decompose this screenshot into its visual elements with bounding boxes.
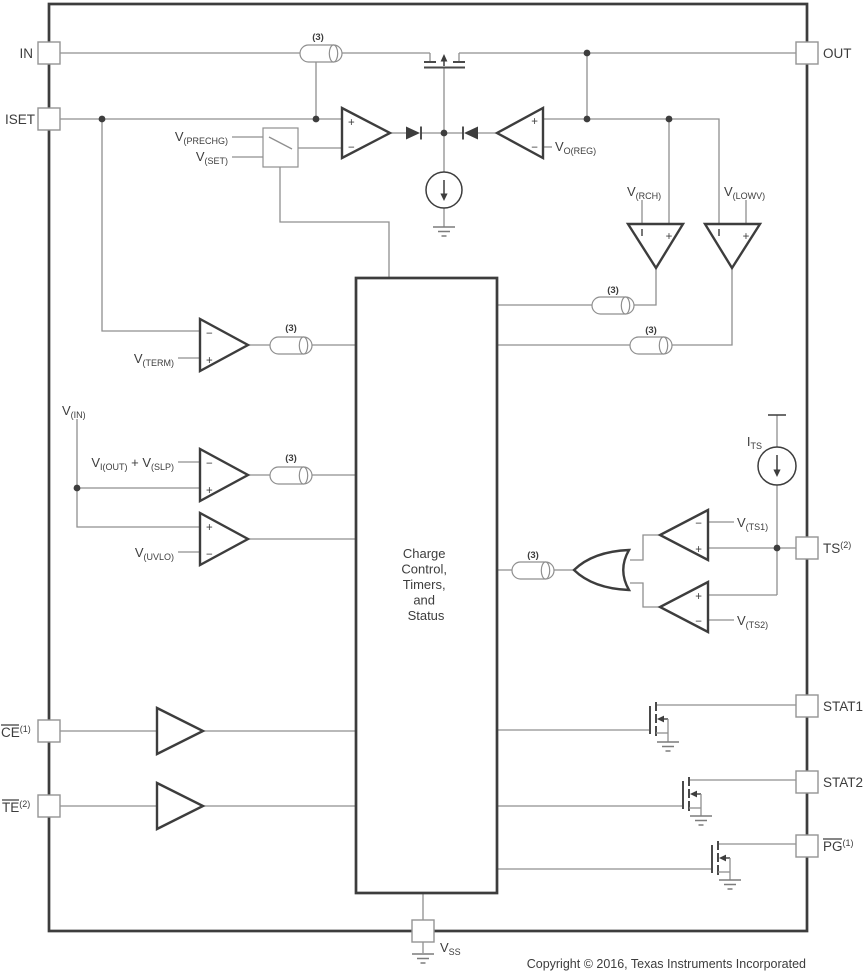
wires bbox=[60, 52, 796, 953]
pin-vss bbox=[411, 919, 435, 943]
plus-glyph: + bbox=[206, 522, 213, 534]
bus-count-vlowv: (3) bbox=[645, 325, 657, 336]
bus-ts bbox=[511, 561, 555, 580]
pin-vss-label: VSS bbox=[440, 940, 461, 957]
charge-control-block bbox=[354, 276, 499, 895]
vrch-label: V(RCH) bbox=[627, 184, 661, 201]
comparator-vrch: + bbox=[625, 222, 686, 271]
minus-glyph: − bbox=[531, 142, 538, 154]
minus-glyph: − bbox=[695, 616, 702, 628]
minus-glyph: − bbox=[206, 549, 213, 561]
comparator-vts2: + − bbox=[657, 580, 710, 634]
precharge-set-switch bbox=[262, 127, 299, 168]
plus-glyph: + bbox=[743, 231, 750, 243]
svg-text:CE(1): CE(1) bbox=[1, 724, 31, 740]
bus-count-vrch: (3) bbox=[607, 285, 619, 296]
pin-iset-label: ISET bbox=[5, 112, 35, 127]
its-label: ITS bbox=[747, 434, 762, 451]
plus-glyph: + bbox=[695, 544, 702, 556]
ground-vss bbox=[412, 953, 434, 964]
vts2-label: V(TS2) bbox=[737, 613, 768, 630]
ground-pg bbox=[719, 879, 741, 890]
pin-ts-label: TS(2) bbox=[823, 540, 851, 556]
bus-count-viout: (3) bbox=[285, 453, 297, 464]
vprechg-label: V(PRECHG) bbox=[175, 129, 228, 146]
plus-glyph: + bbox=[348, 117, 355, 129]
ground-stat1 bbox=[657, 741, 679, 752]
pin-in bbox=[37, 41, 61, 65]
comparator-vlowv: + bbox=[702, 222, 763, 271]
plus-glyph: + bbox=[206, 355, 213, 367]
pin-stat2 bbox=[795, 770, 819, 794]
pin-out bbox=[795, 41, 819, 65]
comparator-iset: + − bbox=[340, 106, 393, 160]
pin-out-label: OUT bbox=[823, 46, 852, 61]
comparator-vterm: − + bbox=[198, 316, 251, 374]
pin-ts bbox=[795, 536, 819, 560]
stat1-mosfet bbox=[649, 702, 669, 742]
bus-markers bbox=[269, 44, 673, 580]
pin-te bbox=[37, 794, 61, 818]
minus-glyph: − bbox=[348, 142, 355, 154]
current-source-charge bbox=[425, 171, 463, 209]
minus-glyph: − bbox=[206, 458, 213, 470]
buffer-te bbox=[155, 781, 206, 831]
vts1-label: V(TS1) bbox=[737, 515, 768, 532]
bus-count-vterm: (3) bbox=[285, 323, 297, 334]
pin-pg-label: PG(1) bbox=[823, 838, 854, 854]
current-source-its bbox=[757, 414, 797, 486]
charge-control-block-label: Charge Control, Timers, and Status bbox=[401, 546, 450, 623]
diode-left bbox=[406, 126, 422, 140]
pin-stat1-label: STAT1 bbox=[823, 699, 863, 714]
pg-mosfet bbox=[711, 841, 731, 880]
plus-glyph: + bbox=[531, 116, 538, 128]
minus-glyph: − bbox=[206, 328, 213, 340]
svg-text:PG(1): PG(1) bbox=[823, 838, 854, 854]
minus-glyph: − bbox=[695, 518, 702, 530]
vterm-label: V(TERM) bbox=[134, 351, 174, 368]
pin-stat2-label: STAT2 bbox=[823, 775, 863, 790]
vin-label: V(IN) bbox=[62, 403, 86, 420]
ground-stat2 bbox=[690, 815, 712, 826]
comparator-voreg: + − bbox=[494, 105, 545, 161]
plus-glyph: + bbox=[695, 591, 702, 603]
pin-squares bbox=[37, 41, 819, 943]
bus-vlowv bbox=[629, 336, 673, 355]
plus-glyph: + bbox=[666, 231, 673, 243]
or-gate bbox=[572, 548, 632, 592]
bus-in bbox=[299, 44, 343, 63]
vset-label: V(SET) bbox=[196, 149, 228, 166]
bus-count-in: (3) bbox=[312, 32, 324, 43]
plus-glyph: + bbox=[206, 485, 213, 497]
comparator-viout-slp: − + bbox=[198, 446, 251, 504]
junction-dots bbox=[73, 49, 781, 552]
pass-mosfet bbox=[424, 53, 465, 69]
bus-vterm bbox=[269, 336, 313, 355]
copyright-text: Copyright © 2016, Texas Instruments Inco… bbox=[527, 957, 806, 971]
comparator-vuvlo: + − bbox=[198, 510, 251, 568]
svg-text:TE(2): TE(2) bbox=[2, 799, 30, 815]
bus-vrch bbox=[591, 296, 635, 315]
pin-pg bbox=[795, 834, 819, 858]
pin-stat1 bbox=[795, 694, 819, 718]
pin-in-label: IN bbox=[20, 46, 34, 61]
bus-viout bbox=[269, 466, 313, 485]
pin-iset bbox=[37, 107, 61, 131]
voreg-label: VO(REG) bbox=[555, 139, 596, 156]
vuvlo-label: V(UVLO) bbox=[135, 545, 174, 562]
diode-right bbox=[462, 126, 478, 140]
bus-count-ts: (3) bbox=[527, 550, 539, 561]
pin-ce-label: CE(1) bbox=[1, 724, 31, 740]
ground-charge-source bbox=[433, 226, 455, 237]
viout-slp-label: VI(OUT) + V(SLP) bbox=[91, 455, 174, 472]
buffer-ce bbox=[155, 706, 206, 756]
stat2-mosfet bbox=[682, 777, 702, 816]
comparator-vts1: − + bbox=[657, 508, 710, 562]
pin-ce bbox=[37, 719, 61, 743]
pin-te-label: TE(2) bbox=[2, 799, 30, 815]
vlowv-label: V(LOWV) bbox=[724, 184, 765, 201]
ground-symbols bbox=[412, 226, 741, 964]
